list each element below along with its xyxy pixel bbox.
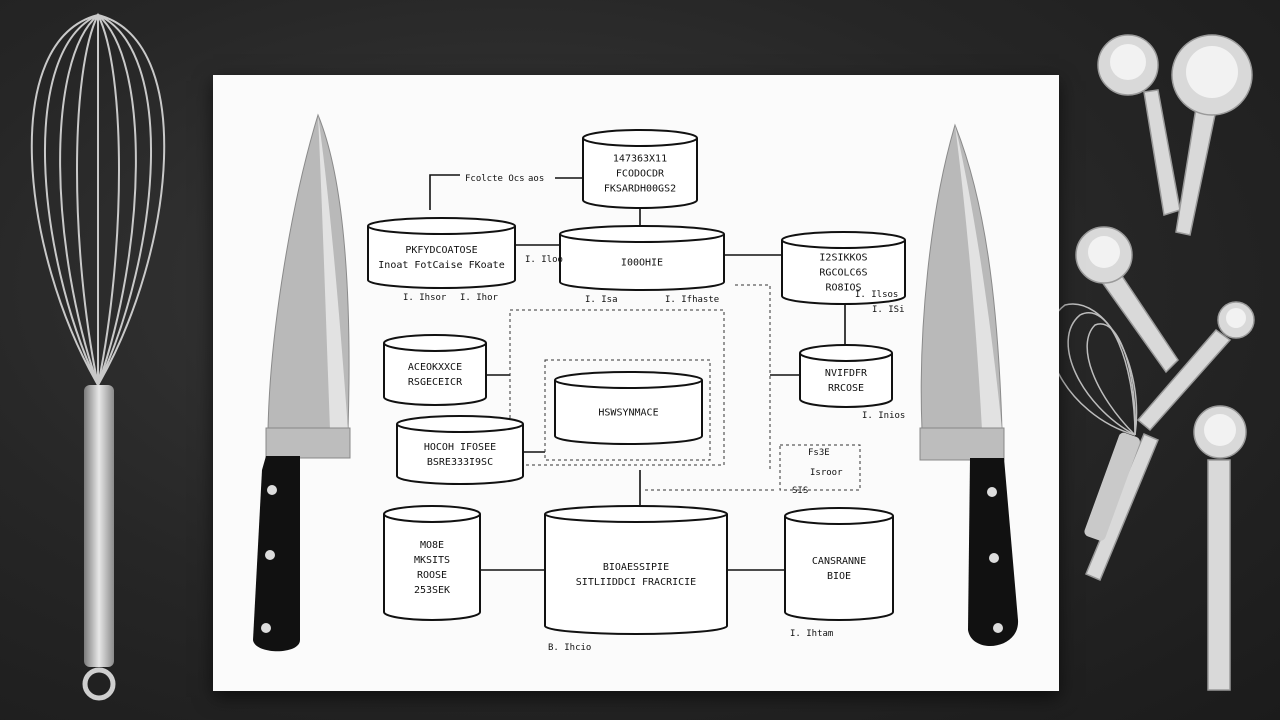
db-node-line: SITLIIDDCI FRACRICIE bbox=[576, 577, 696, 588]
diagram-label: I. Inios bbox=[862, 411, 905, 421]
db-node-center-mid: HSWSYNMACE bbox=[554, 371, 703, 445]
diagram-label: I. ISi bbox=[872, 305, 905, 315]
chef-knife-left bbox=[253, 113, 351, 652]
db-node-line: FKSARDH00GS2 bbox=[604, 184, 676, 195]
db-node-line: FCODOCDR bbox=[616, 169, 665, 180]
db-node-right-top: I2SIKKOS RGCOLC6S RO8IOS bbox=[781, 231, 906, 305]
db-node-line: MKSITS bbox=[414, 555, 450, 566]
db-node-line: 253SEK bbox=[414, 585, 450, 596]
db-node-line: CANSRANNE bbox=[812, 556, 866, 567]
db-node-line: I2SIKKOS bbox=[819, 253, 867, 264]
diagram-label: aos bbox=[528, 174, 544, 184]
db-node-line: ROOSE bbox=[417, 570, 447, 581]
diagram-label: Fcolcte Ocs bbox=[465, 174, 525, 184]
db-node-line: 147363X11 bbox=[613, 154, 667, 165]
whisk-left bbox=[30, 12, 166, 701]
db-node-right-mid: NVIFDFR RRCOSE bbox=[799, 344, 893, 408]
diagram-label: B. Ihcio bbox=[548, 643, 591, 653]
diagram-label: Isroor bbox=[810, 468, 843, 478]
db-node-left-mid: ACEOKXXCE RSGECEICR bbox=[383, 334, 487, 406]
db-node-line: NVIFDFR bbox=[825, 368, 868, 379]
diagram-label: I. Ihor bbox=[460, 293, 499, 303]
db-node-line: PKFYDCOATOSE bbox=[405, 245, 477, 256]
diagram-label: I. Ihtam bbox=[790, 629, 833, 639]
diagram-label: I. Ifhaste bbox=[665, 295, 719, 305]
db-node-line: RGCOLC6S bbox=[819, 268, 867, 279]
db-node-center-top: I00OHIE bbox=[559, 225, 725, 291]
diagram-label: I. Ihsor bbox=[403, 293, 447, 303]
measuring-spoons bbox=[1075, 34, 1255, 691]
db-node-left-mid2: HOCOH IFOSEE BSRE333I9SC bbox=[396, 415, 524, 485]
db-node-line: I00OHIE bbox=[621, 258, 663, 269]
diagram-label: I. Isa bbox=[585, 295, 618, 305]
db-node-line: BSRE333I9SC bbox=[427, 457, 493, 468]
db-node-line: MO8E bbox=[420, 540, 444, 551]
small-whisk bbox=[1048, 303, 1140, 541]
db-node-line: ACEOKXXCE bbox=[408, 362, 462, 373]
db-node-line: HOCOH IFOSEE bbox=[424, 442, 496, 453]
chef-knife-right bbox=[919, 123, 1019, 647]
db-node-left-bottom: MO8E MKSITS ROOSE 253SEK bbox=[383, 505, 481, 621]
diagram-label: I. Iloo bbox=[525, 255, 563, 265]
diagram-label: I. Ilsos bbox=[855, 290, 898, 300]
db-node-line: HSWSYNMACE bbox=[598, 408, 658, 419]
db-node-line: RSGECEICR bbox=[408, 377, 463, 388]
db-node-line: RRCOSE bbox=[828, 383, 864, 394]
diagram-label: SIS bbox=[792, 486, 808, 496]
db-node-center-bottom: BIOAESSIPIE SITLIIDDCI FRACRICIE bbox=[544, 505, 728, 635]
db-node-line: RO8IOS bbox=[825, 283, 861, 294]
db-node-left-top: PKFYDCOATOSE Inoat FotCaise FKoate bbox=[367, 217, 516, 289]
diagram-label: Fs3E bbox=[808, 448, 830, 458]
db-node-line: Inoat FotCaise FKoate bbox=[378, 260, 504, 271]
db-node-line: BIOE bbox=[827, 571, 851, 582]
db-node-right-bottom: CANSRANNE BIOE bbox=[784, 507, 894, 621]
db-node-line: BIOAESSIPIE bbox=[603, 562, 669, 573]
